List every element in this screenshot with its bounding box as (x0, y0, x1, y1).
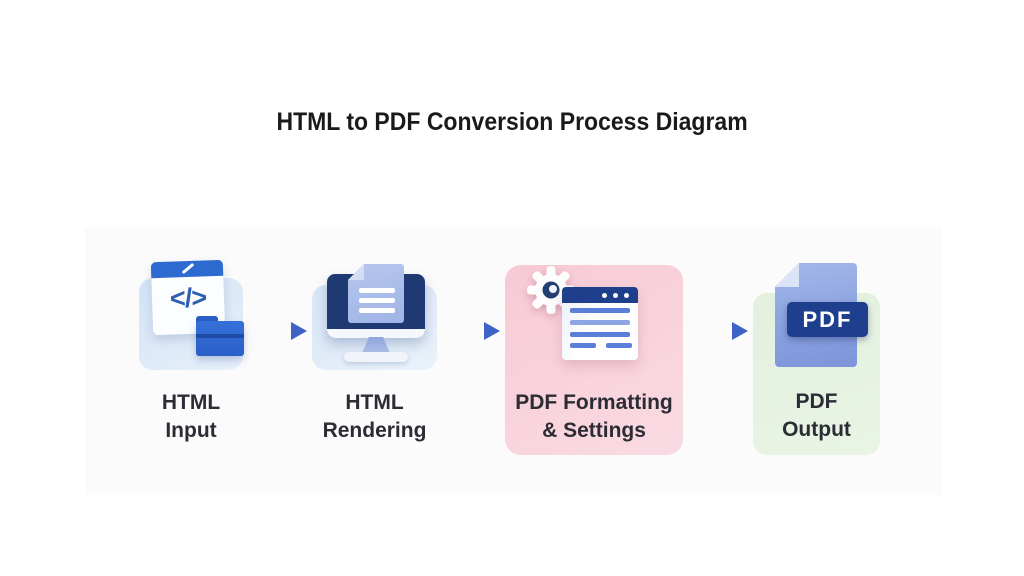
arrow-right-icon (684, 322, 748, 340)
code-file-header (150, 259, 224, 279)
pdf-badge: PDF (787, 302, 868, 337)
step-label-line2: & Settings (542, 418, 646, 442)
page-title: HTML to PDF Conversion Process Diagram (276, 108, 748, 136)
window-text-line (570, 332, 630, 337)
arrow-right-icon (243, 322, 307, 340)
window-dots-icon (602, 293, 629, 298)
browser-window-header (562, 287, 638, 303)
pencil-mark-icon (181, 262, 195, 275)
arrow-right-icon (436, 322, 500, 340)
step-label-html-input: HTML Input (129, 389, 253, 444)
folder-icon (196, 316, 244, 356)
step-label-line2: Input (165, 418, 217, 442)
step-label-line1: HTML (161, 391, 221, 414)
gear-icon (527, 266, 575, 314)
step-label-line2: Rendering (322, 418, 427, 442)
window-text-line (570, 343, 596, 348)
folder-body (196, 321, 244, 356)
title-container: HTML to PDF Conversion Process Diagram (0, 108, 1024, 137)
document-text-line (359, 288, 395, 293)
window-text-line (570, 308, 630, 313)
step-label-line1: PDF Formatting (515, 391, 673, 414)
step-label-html-rendering: HTML Rendering (302, 389, 447, 444)
folder-stripe (196, 334, 244, 338)
monitor-stand (362, 337, 390, 353)
monitor-bezel (327, 329, 425, 338)
document-text-line (359, 308, 395, 313)
browser-window-icon (562, 287, 638, 360)
step-label-line1: PDF (795, 390, 838, 413)
document-text-line (359, 298, 395, 303)
code-glyph: </> (169, 282, 207, 314)
window-text-line (606, 343, 632, 348)
step-label-pdf-output: PDF Output (753, 388, 880, 443)
step-label-line1: HTML (345, 391, 404, 414)
folder-tab (196, 316, 218, 325)
step-label-line2: Output (782, 417, 851, 441)
window-text-line (570, 320, 630, 325)
monitor-base (344, 352, 408, 362)
step-label-pdf-formatting: PDF Formatting & Settings (505, 389, 683, 444)
